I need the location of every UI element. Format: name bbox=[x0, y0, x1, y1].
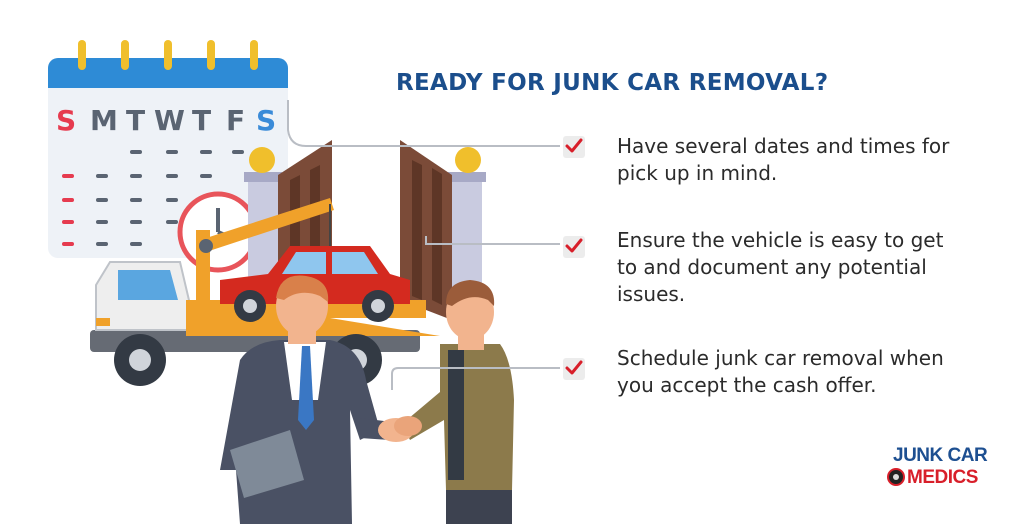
checklist-item-2-line-1: Ensure the vehicle is easy to get bbox=[617, 228, 944, 252]
calendar-day-sat: S bbox=[256, 104, 276, 137]
checklist-item-1: Have several dates and times for pick up… bbox=[617, 133, 987, 187]
checkmark-icon bbox=[563, 236, 585, 258]
calendar-day-thu: T bbox=[192, 104, 211, 137]
checklist-item-3-line-1: Schedule junk car removal when bbox=[617, 346, 944, 370]
checkmark-icon bbox=[563, 358, 585, 380]
handshake-illustration bbox=[378, 416, 422, 442]
checklist-item-3-line-2: you accept the cash offer. bbox=[617, 373, 877, 397]
checklist-item-1-line-1: Have several dates and times for bbox=[617, 134, 950, 158]
businessman-illustration bbox=[220, 275, 392, 524]
junk-car-removal-illustration: S M T W T F S bbox=[48, 40, 560, 524]
calendar-day-mon: M bbox=[90, 104, 118, 137]
page-title: READY FOR JUNK CAR REMOVAL? bbox=[396, 70, 829, 96]
calendar-day-sun: S bbox=[56, 104, 76, 137]
wheel-icon bbox=[887, 468, 905, 486]
calendar-day-tue: T bbox=[126, 104, 145, 137]
checklist-item-2-line-2: to and document any potential bbox=[617, 255, 927, 279]
junk-car-medics-logo: JUNK CAR MEDICS bbox=[887, 446, 988, 492]
calendar-day-wed: W bbox=[154, 104, 185, 137]
logo-line-1: JUNK CAR bbox=[893, 445, 988, 466]
checklist-item-2-line-3: issues. bbox=[617, 282, 686, 306]
checkmark-icon bbox=[563, 136, 585, 158]
checklist-item-2: Ensure the vehicle is easy to get to and… bbox=[617, 227, 987, 308]
connector-lines bbox=[287, 100, 560, 390]
logo-line-2: MEDICS bbox=[907, 467, 978, 488]
calendar-day-fri: F bbox=[226, 104, 245, 137]
young-man-illustration bbox=[402, 280, 514, 524]
red-car-illustration bbox=[220, 246, 410, 322]
checklist-item-1-line-2: pick up in mind. bbox=[617, 161, 778, 185]
calendar-icon: S M T W T F S bbox=[48, 40, 288, 258]
checklist-item-3: Schedule junk car removal when you accep… bbox=[617, 345, 987, 399]
